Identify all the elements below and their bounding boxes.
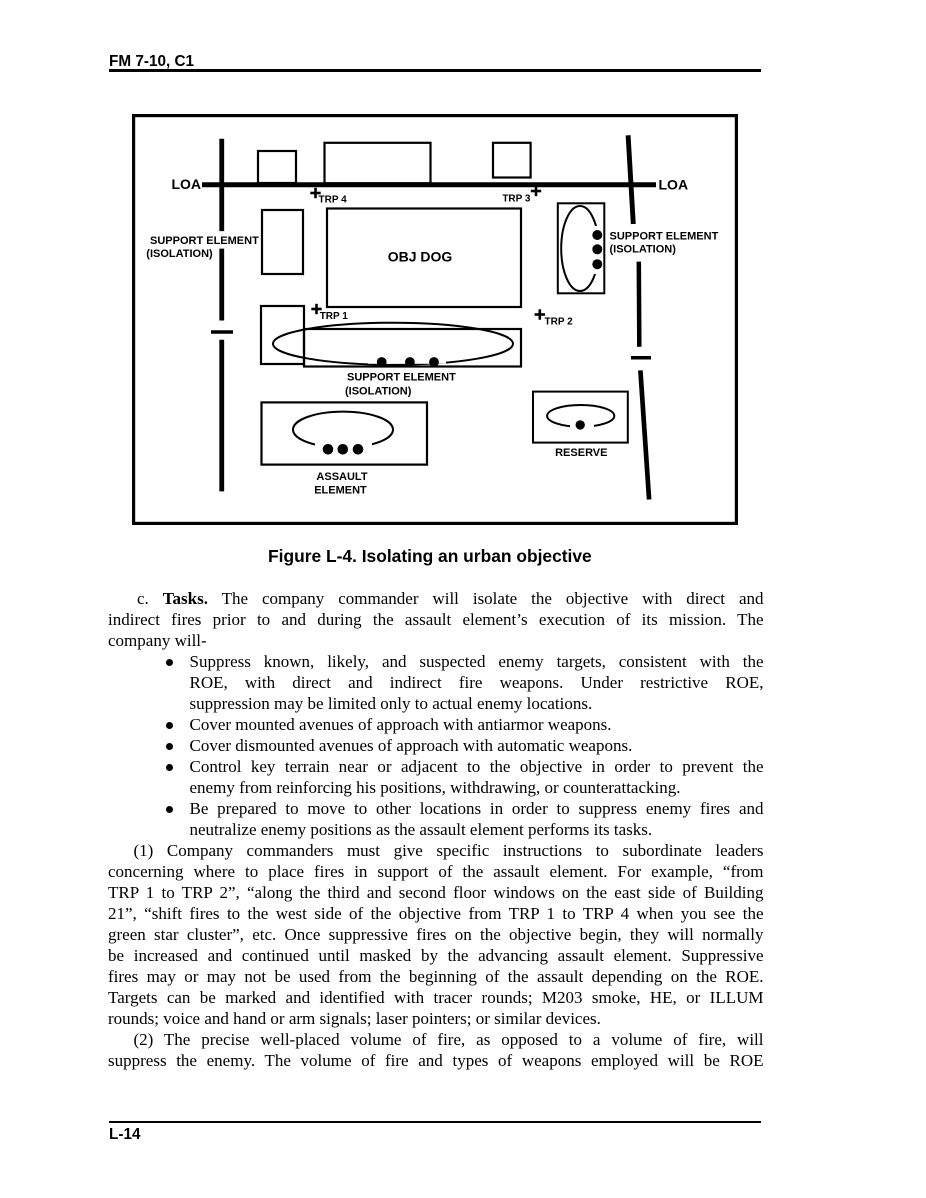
svg-text:RESERVE: RESERVE [555, 447, 607, 459]
svg-text:(ISOLATION): (ISOLATION) [146, 248, 213, 260]
svg-text:LOA: LOA [171, 176, 201, 192]
svg-text:SUPPORT ELEMENT: SUPPORT ELEMENT [347, 372, 456, 384]
svg-text:TRP 4: TRP 4 [319, 194, 348, 205]
svg-text:TRP 1: TRP 1 [320, 311, 349, 322]
svg-text:SUPPORT ELEMENT: SUPPORT ELEMENT [150, 235, 259, 247]
svg-text:TRP 3: TRP 3 [502, 193, 531, 204]
svg-text:(ISOLATION): (ISOLATION) [345, 386, 412, 398]
svg-text:TRP 2: TRP 2 [545, 316, 574, 327]
svg-text:(ISOLATION): (ISOLATION) [610, 244, 677, 256]
svg-text:LOA: LOA [659, 177, 689, 193]
svg-text:ELEMENT: ELEMENT [314, 485, 367, 497]
svg-text:OBJ DOG: OBJ DOG [388, 249, 453, 265]
svg-text:SUPPORT ELEMENT: SUPPORT ELEMENT [610, 231, 719, 243]
svg-text:ASSAULT: ASSAULT [316, 471, 367, 483]
